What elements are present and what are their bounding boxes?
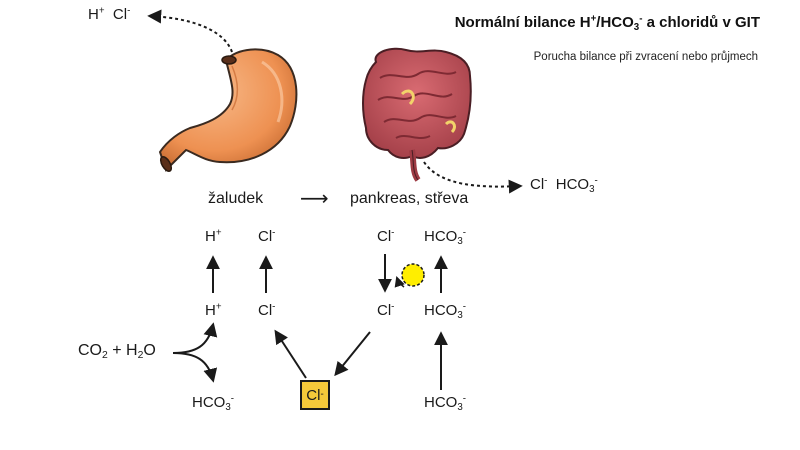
stomach-cl-top: Cl-	[258, 227, 276, 245]
intestine-hco3-top: HCO3-	[424, 227, 467, 247]
intestine-label: pankreas, střeva	[350, 190, 469, 207]
co2-split-up-arrow	[172, 322, 218, 354]
arrow-clbox-to-stomach-cl	[274, 329, 307, 379]
stomach-label: žaludek	[208, 190, 264, 207]
exchanger-dot-icon	[394, 263, 425, 288]
intestine-hco3-bottom: HCO3-	[424, 393, 467, 413]
flow-arrow: ⟶	[300, 188, 329, 210]
arrow-intestine-cl-to-clbox	[334, 331, 371, 377]
intestine-cl-mid: Cl-	[377, 301, 395, 319]
intestine-output-arrow	[423, 161, 523, 194]
co2-h2o-label: CO2 + H2O	[78, 342, 156, 362]
chloride-box: Cl-	[300, 380, 330, 410]
stomach-icon	[158, 48, 298, 172]
stomach-hco3-bottom: HCO3-	[192, 393, 235, 413]
stomach-cl-mid: Cl-	[258, 301, 276, 319]
stomach-output-arrow	[147, 9, 233, 53]
intestine-output-ions: Cl- HCO3-	[530, 175, 598, 195]
page-subtitle: Porucha bilance při zvracení nebo průjme…	[533, 51, 758, 63]
intestine-cl-top: Cl-	[377, 227, 395, 245]
intestine-icon	[362, 47, 472, 182]
page-title: Normální bilance H+/HCO3- a chloridů v G…	[454, 13, 760, 33]
stomach-h-top: H+	[205, 227, 222, 245]
stomach-output-ions: H+ Cl-	[88, 5, 131, 23]
intestine-hco3-mid: HCO3-	[424, 301, 467, 321]
stomach-h-mid: H+	[205, 301, 222, 319]
co2-split-down-arrow	[172, 352, 218, 383]
